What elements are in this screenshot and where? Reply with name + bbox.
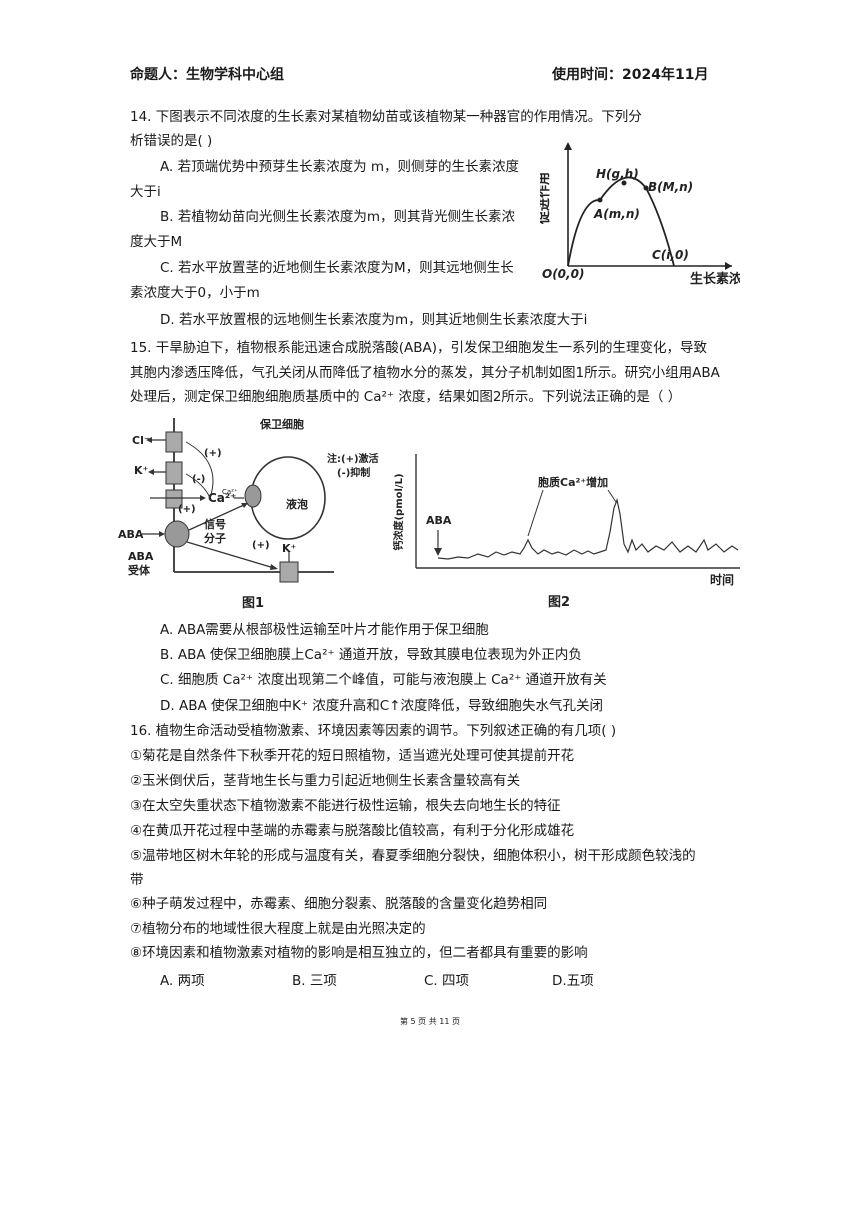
q14-option-c-line1: C. 若水平放置茎的近地侧生长素浓度为M，则其远地侧生长 [160,260,514,276]
fig2-peak-label: 胞质Ca²⁺增加 [538,475,608,489]
x-axis-arrow [725,262,732,270]
plus-label-3: (+) [252,540,270,551]
fig1-guard-cell-diagram: 保卫细胞 液泡 注:(+)激活 (-)抑制 Cl⁻ K⁺ Ca²⁺ Ca²⁺ (… [118,417,379,611]
q14-stem-line2: 析错误的是( ) [130,133,213,149]
q16-item-4: ④在黄瓜开花过程中茎端的赤霉素与脱落酸比值较高，有利于分化形成雄花 [130,823,575,839]
header-date: 使用时间：2024年11月 [552,67,709,83]
q14-option-d: D. 若水平放置根的远地侧生长素浓度为m，则其近地侧生长素浓度大于i [160,312,588,328]
header-author: 命题人：生物学科中心组 [130,67,284,83]
label-o: O(0,0) [542,267,584,281]
ca-arrowhead [200,495,206,501]
q15-stem-line3: 处理后，测定保卫细胞细胞质基质中的 Ca²⁺ 浓度，结果如图2所示。下列说法正确… [130,389,682,405]
signal-label-2: 分子 [204,531,226,545]
fig2-ylabel: 钙浓度(pmol/L) [392,473,405,550]
k-bottom-label: K⁺ [282,542,297,555]
q16-item-6: ⑥种子萌发过程中，赤霉素、细胞分裂素、脱落酸的含量变化趋势相同 [130,896,548,912]
q16-option-d: D.五项 [552,973,594,989]
point-h [621,180,627,186]
q14-ylabel: 促进作用 [540,172,552,225]
q16-option-a: A. 两项 [160,973,205,989]
q14-option-c-line2: 素浓度大于0，小于m [130,285,260,301]
fig2-aba-arrowhead [434,548,442,556]
aba-label: ABA [118,528,144,541]
point-b [643,185,649,191]
q15-option-c: C. 细胞质 Ca²⁺ 浓度出现第二个峰值，可能与液泡膜上 Ca²⁺ 通道开放有… [160,672,607,688]
fig2-peak-pointer-1 [527,489,544,537]
cl-channel [165,431,183,453]
signal-label-1: 信号 [204,517,226,531]
guard-cell-label: 保卫细胞 [259,417,304,431]
receptor-label-2: 受体 [128,563,151,577]
fig2-caption: 图2 [548,595,570,610]
signal-to-vacuole-arrowhead [241,503,248,508]
q16-item-8: ⑧环境因素和植物激素对植物的影响是相互独立的，但二者都具有重要的影响 [130,945,588,961]
q16-item-2: ②玉米倒伏后，茎背地生长与重力引起近地侧生长素含量较高有关 [130,773,521,789]
ca-label: Ca²⁺ [208,491,237,505]
plus-label-1: (+) [204,448,222,459]
vacuole-label: 液泡 [286,497,308,511]
point-a [597,197,603,203]
y-axis-arrow [564,142,572,150]
receptor-label-1: ABA [128,550,154,563]
q16-option-c: C. 四项 [424,973,470,989]
fig2-peak-pointer-2 [607,489,617,503]
q16-item-1: ①菊花是自然条件下秋季开花的短日照植物，适当遮光处理可使其提前开花 [130,748,575,764]
q14-stem-line1: 14. 下图表示不同浓度的生长素对某植物幼苗或该植物某一种器官的作用情况。下列分 [130,109,642,125]
q16-item-7: ⑦植物分布的地域性很大程度上就是由光照决定的 [130,921,426,937]
k-top-label: K⁺ [134,464,149,477]
k-channel-top [165,461,183,485]
q14-xlabel: 生长素浓度 [690,271,740,286]
q16-item-5: ⑤温带地区树木年轮的形成与温度有关，春夏季细胞分裂快，细胞体积小，树干形成颜色较… [130,848,696,864]
note-inhibit: (-)抑制 [337,466,370,479]
q14-auxin-graph: 促进作用 生长素浓度 O(0,0) H(g,h) B(M,n) A(m,n) C… [540,142,740,286]
label-b: B(M,n) [648,180,693,194]
aba-arrowhead [159,531,165,537]
aba-receptor [164,520,190,548]
q16-option-b: B. 三项 [292,973,337,989]
q14-option-a-line1: A. 若顶端优势中预芽生长素浓度为 m，则侧芽的生长素浓度 [160,159,520,175]
fig2-calcium-trace [437,497,739,560]
k-channel-bottom [279,561,299,583]
q14-option-b-line1: B. 若植物幼苗向光侧生长素浓度为m，则其背光侧生长素浓 [160,209,515,225]
q15-option-d: D. ABA 使保卫细胞中K⁺ 浓度升高和C↑浓度降低，导致细胞失水气孔关闭 [160,698,604,714]
fig2-xlabel: 时间 [710,572,734,587]
q15-option-a: A. ABA需要从根部极性运输至叶片才能作用于保卫细胞 [160,622,489,638]
signal-to-k-arrow [186,541,275,569]
fig2-calcium-chart: 钙浓度(pmol/L) 时间 ABA 胞质Ca²⁺增加 图2 [392,454,740,610]
ca-small-label: Ca²⁺ [222,488,238,496]
q16-stem: 16. 植物生命活动受植物激素、环境因素等因素的调节。下列叙述正确的有几项( ) [130,723,617,739]
cl-arrowhead [146,437,152,443]
minus-label-1: (-) [192,474,205,485]
plus-label-2: (+) [178,504,196,515]
q15-stem-line1: 15. 干旱胁迫下，植物根系能迅速合成脱落酸(ABA)，引发保卫细胞发生一系列的… [130,340,708,356]
signal-to-k-arrowhead [270,564,278,570]
k-arrowhead-top [148,469,154,475]
label-h: H(g,h) [596,167,639,181]
page-footer: 第 5 页 共 11 页 [400,1017,460,1026]
q16-item-5-cont: 带 [130,872,144,888]
q15-stem-line2: 其胞内渗透压降低，气孔关闭从而降低了植物水分的蒸发，其分子机制如图1所示。研究小… [130,365,720,381]
q14-option-b-line2: 度大于M [130,234,183,250]
q15-option-b: B. ABA 使保卫细胞膜上Ca²⁺ 通道开放，导致其膜电位表现为外正内负 [160,647,582,663]
q14-option-a-line2: 大于i [130,184,161,200]
label-c: C(i,0) [652,248,689,262]
ca-channel [165,489,183,509]
signal-to-vacuole-arrow [188,503,247,531]
label-a: A(m,n) [593,207,640,221]
fig1-caption: 图1 [242,596,264,611]
vacuole-ca-channel [244,484,262,508]
note-activate: 注:(+)激活 [327,452,379,465]
cl-label: Cl⁻ [132,434,150,447]
auxin-curve [567,176,675,267]
ca-inhibition-arrow [185,473,211,499]
fig2-aba-label: ABA [426,514,452,527]
q16-item-3: ③在太空失重状态下植物激素不能进行极性运输，根失去向地生长的特征 [130,798,561,814]
ca-activation-arrow [185,441,214,499]
